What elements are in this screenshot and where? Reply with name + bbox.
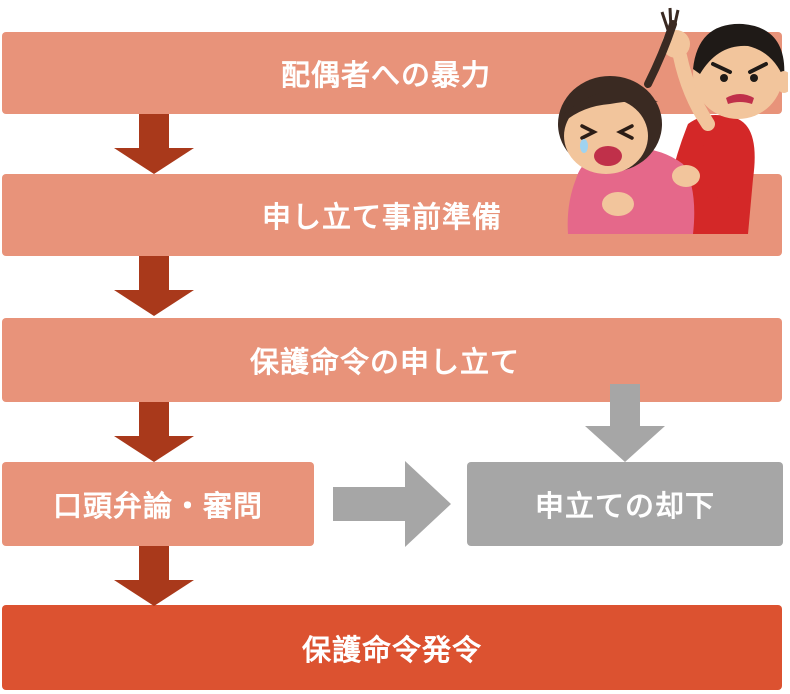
step-box-hearing: 口頭弁論・審問 xyxy=(2,462,314,546)
grey-right-arrow-icon xyxy=(333,461,451,547)
result-label: 保護命令発令 xyxy=(301,632,482,667)
step-box-petition: 保護命令の申し立て xyxy=(2,318,782,402)
down-arrow-icon xyxy=(114,546,194,606)
step-label: 申し立て事前準備 xyxy=(261,200,502,234)
step-label: 口頭弁論・審問 xyxy=(52,489,263,523)
result-box: 保護命令発令 xyxy=(2,605,782,690)
down-arrow-icon xyxy=(114,114,194,174)
domestic-violence-illustration xyxy=(558,7,788,234)
down-arrow-icon xyxy=(114,402,194,462)
rejection-label: 申立ての却下 xyxy=(534,489,715,523)
rejection-box: 申立ての却下 xyxy=(467,462,783,546)
down-arrow-icon xyxy=(114,256,194,316)
grey-down-arrow-icon xyxy=(585,384,665,462)
step-label: 保護命令の申し立て xyxy=(249,345,520,379)
step-label: 配偶者への暴力 xyxy=(280,58,491,92)
